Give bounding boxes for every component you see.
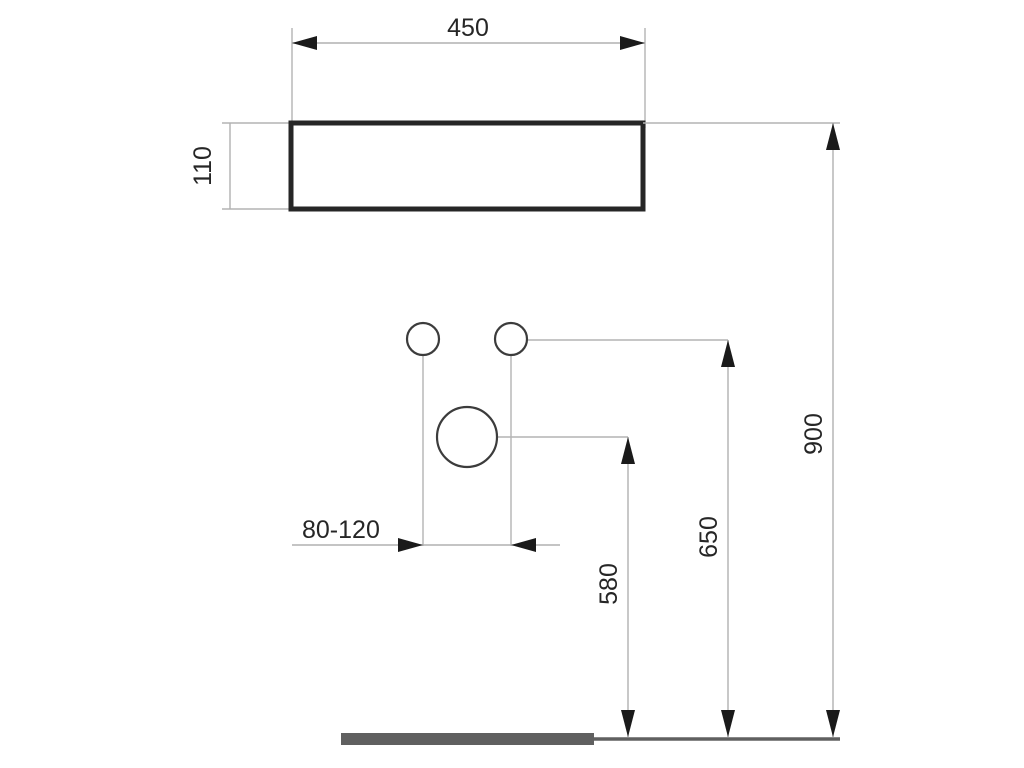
arrow-rim-height-bottom [826,710,840,737]
waste-outlet [435,405,499,469]
floor-line [341,733,594,745]
supply-connection-right [493,321,529,357]
dimension-label-depth: 110 [189,146,217,186]
dimension-label-rim-height: 900 [800,413,828,455]
arrow-rim-height-top [826,123,840,150]
arrow-supply-height-bottom [721,710,735,737]
dimension-label-width: 450 [447,14,489,42]
dimension-label-tap-spacing: 80-120 [302,516,380,544]
arrow-width-right [620,36,645,50]
arrow-waste-height-bottom [621,710,635,737]
arrow-waste-height-top [621,437,635,464]
arrow-tap-spacing-right [511,538,536,552]
dimension-label-supply-height: 650 [695,516,723,558]
supply-connection-left [405,321,441,357]
arrow-tap-spacing-left [398,538,423,552]
dimension-label-waste-height: 580 [595,563,623,605]
arrow-width-left [292,36,317,50]
basin-body-outline [288,120,646,212]
arrow-supply-height-top [721,340,735,367]
